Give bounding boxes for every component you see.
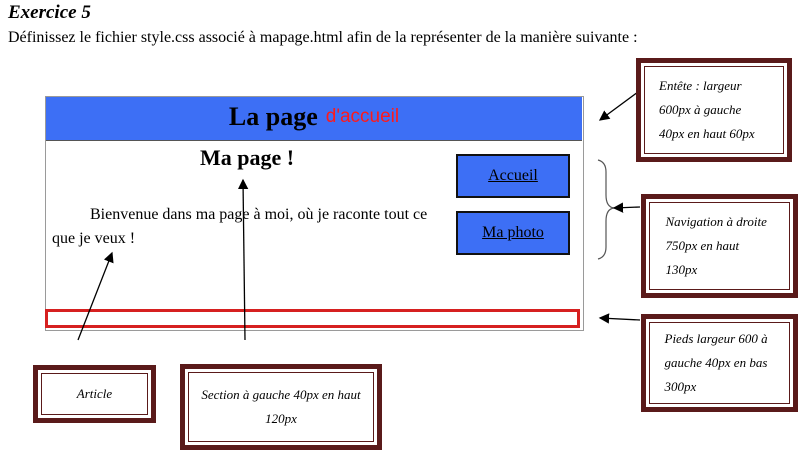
- callout-article: Article: [33, 365, 156, 423]
- mockup-nav-photo-link[interactable]: Ma photo: [456, 211, 570, 255]
- mockup-header-subtitle: d'accueil: [325, 106, 400, 127]
- mockup-footer: [45, 309, 580, 328]
- callout-entete: Entête : largeur 600px à gauche 40px en …: [636, 58, 792, 162]
- arrow-entete: [598, 91, 639, 121]
- mockup-section-title: Ma page !: [200, 145, 295, 170]
- mockup-nav-accueil-link[interactable]: Accueil: [456, 154, 570, 198]
- mockup-article-text: Bienvenue dans ma page à moi, où je raco…: [52, 206, 428, 247]
- brace-navigation: [597, 159, 615, 260]
- mockup-header-title: La page: [228, 102, 318, 131]
- callout-entete-text: Entête : largeur 600px à gauche 40px en …: [659, 78, 755, 141]
- arrow-pieds: [598, 313, 641, 324]
- callout-navigation: Navigation à droite 750px en haut 130px: [641, 194, 798, 298]
- callout-pieds-text: Pieds largeur 600 à gauche 40px en bas 3…: [664, 331, 768, 394]
- exercise-title: Exercice 5: [8, 2, 91, 23]
- exercise-instruction: Définissez le fichier style.css associé …: [8, 29, 638, 46]
- callout-section-text: Section à gauche 40px en haut 120px: [201, 387, 361, 426]
- arrow-navigation: [612, 202, 641, 213]
- callout-section: Section à gauche 40px en haut 120px: [180, 364, 382, 450]
- mockup-header: La page d'accueil: [46, 97, 582, 141]
- callout-pieds: Pieds largeur 600 à gauche 40px en bas 3…: [641, 314, 798, 412]
- callout-article-text: Article: [76, 386, 113, 401]
- callout-navigation-text: Navigation à droite 750px en haut 130px: [665, 214, 767, 277]
